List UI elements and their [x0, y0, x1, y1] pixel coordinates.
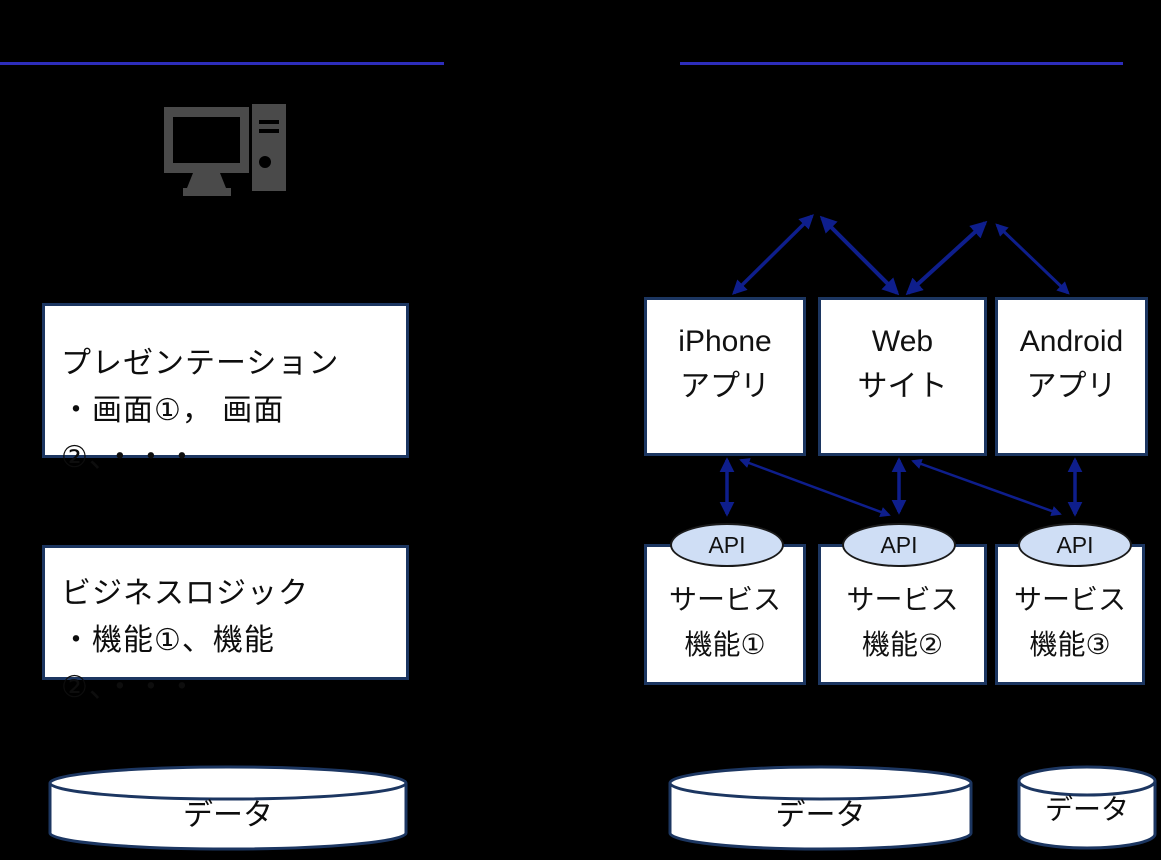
database-cylinder-left: データ	[47, 764, 409, 854]
api-badge-3: API	[1018, 523, 1132, 567]
arrow-iphone-peak1	[732, 214, 814, 295]
api-badge-1: API	[670, 523, 784, 567]
web-line1: Web	[871, 324, 934, 358]
desktop-computer-icon	[164, 104, 286, 196]
app-box-iphone: iPhone アプリ	[644, 297, 806, 456]
api-badge-2: API	[842, 523, 956, 567]
cylinder-shape	[668, 765, 973, 851]
left-title-underline	[0, 62, 444, 65]
data-label-left: データ	[183, 799, 273, 832]
api-label-2: API	[880, 531, 918, 558]
cylinder-shape	[48, 765, 408, 851]
service-box-3: サービス 機能③	[995, 544, 1145, 685]
api-label-1: API	[708, 531, 746, 558]
cylinder-shape	[1017, 765, 1157, 850]
database-cylinder-main: データ	[667, 764, 974, 854]
service3-line1: サービス	[1013, 584, 1126, 615]
service1-line2: 機能①	[684, 629, 766, 660]
presentation-line1: プレゼンテーション	[61, 347, 340, 380]
arrow-web-peak2	[905, 220, 988, 296]
business-line2: ・機能①、機能②、・・・	[61, 624, 275, 704]
business-logic-box: ビジネスロジック ・機能①、機能②、・・・	[42, 545, 409, 704]
service-box-2: サービス 機能②	[818, 544, 987, 685]
arrow-web-api3	[911, 458, 1062, 517]
business-line1: ビジネスロジック	[61, 577, 309, 610]
iphone-line2: アプリ	[680, 369, 770, 403]
app-box-web: Web サイト	[818, 297, 987, 456]
android-line2: アプリ	[1026, 369, 1117, 403]
service3-line2: 機能③	[1029, 629, 1111, 660]
presentation-box: プレゼンテーション ・画面①， 画面②、・・・	[42, 303, 409, 474]
database-cylinder-secondary: データ	[1016, 764, 1158, 854]
service2-line1: サービス	[846, 584, 959, 615]
service-box-1: サービス 機能①	[644, 544, 806, 685]
data-label-main: データ	[775, 799, 866, 832]
presentation-line2: ・画面①， 画面②、・・・	[61, 394, 285, 474]
arrow-iphone-api2	[739, 458, 891, 517]
web-line2: サイト	[857, 369, 948, 403]
service2-line2: 機能②	[861, 629, 944, 660]
api-label-3: API	[1056, 531, 1094, 558]
arrow-peak2-android	[995, 223, 1070, 295]
app-box-android: Android アプリ	[995, 297, 1148, 456]
data-label-secondary: データ	[1044, 794, 1129, 825]
service1-line1: サービス	[668, 584, 781, 615]
android-line1: Android	[1019, 324, 1124, 358]
arrow-peak1-web	[819, 215, 900, 296]
iphone-line1: iPhone	[678, 324, 772, 358]
right-title-underline	[680, 62, 1123, 65]
